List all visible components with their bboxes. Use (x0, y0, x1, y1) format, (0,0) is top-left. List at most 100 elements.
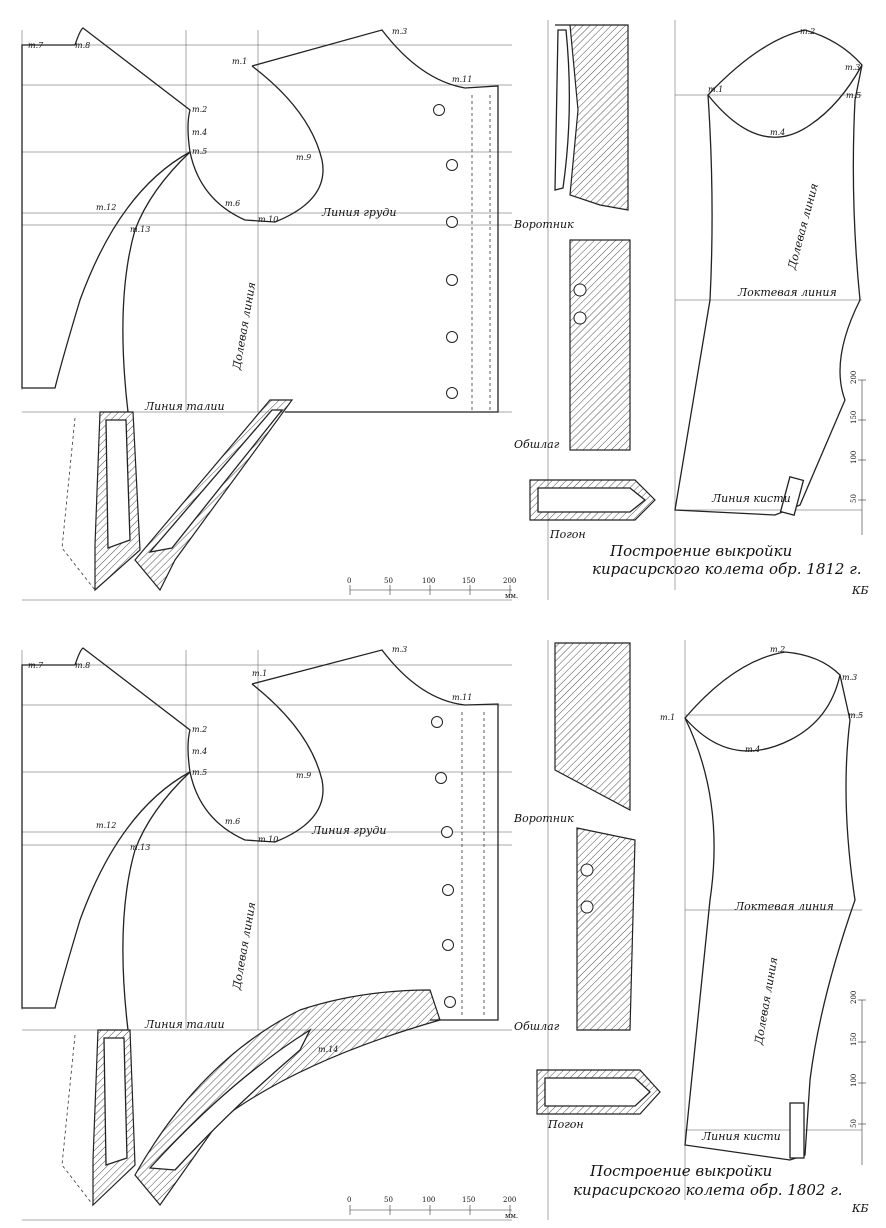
ruler-tick-label: 200 (850, 371, 858, 384)
caption-line2-1812: кирасирского колета обр. 1812 г. (592, 560, 862, 578)
skirt-back-inner-1812 (105, 419, 131, 549)
point-t5: т.5 (192, 768, 207, 777)
ruler-tick-label: 150 (850, 1033, 858, 1046)
scale-tick-label: 150 (462, 1196, 475, 1204)
sleeve-point-t5: т.5 (846, 91, 861, 100)
point-t1: т.1 (252, 669, 267, 678)
elbow-line-label-1802: Локтевая линия (734, 900, 834, 913)
point-labels-1802: т.7 т.8 т.2 т.4 т.5 т.1 т.3 т.9 т.6 т.10… (28, 645, 472, 1054)
scale-unit: мм. (505, 592, 518, 600)
wrist-line-label-1802: Линия кисти (701, 1130, 781, 1143)
sleeve-1802 (684, 651, 856, 1161)
skirt-outline-1802 (61, 1034, 94, 1206)
buttons-1812 (433, 104, 458, 399)
point-t11: т.11 (452, 693, 472, 702)
collar-label-1812: Воротник (513, 218, 574, 231)
waist-line-label-1812: Линия талии (144, 400, 225, 413)
sleeve-point-t3: т.3 (842, 673, 857, 682)
strap-label-1812: Погон (549, 528, 586, 541)
scale-1802 (349, 1205, 512, 1215)
scale-tick-label: 200 (503, 1196, 516, 1204)
point-t11: т.11 (452, 75, 472, 84)
scale-tick-label: 50 (384, 1196, 393, 1204)
side-seam-1802 (122, 771, 191, 1031)
cuff-button-1812-a (573, 283, 587, 297)
point-t13: т.13 (130, 225, 150, 234)
scale-tick-label: 0 (347, 577, 351, 585)
sleeve-length-line-label-1802: Долевая линия (752, 956, 780, 1046)
strap-inner-1802 (544, 1077, 651, 1107)
ruler-tick-label: 100 (850, 451, 858, 464)
front-opening-dash-1812 (471, 95, 491, 410)
cuff-1812 (569, 239, 631, 451)
cuff-1802 (576, 827, 636, 1031)
point-t12: т.12 (96, 821, 116, 830)
ruler-tick-label: 150 (850, 411, 858, 424)
scale-labels-1802: 0 50 100 150 200 мм. (347, 1196, 518, 1220)
strap-inner-1812 (537, 487, 647, 513)
point-t2: т.2 (192, 725, 207, 734)
point-t4: т.4 (192, 747, 207, 756)
sleeve-point-t5: т.5 (848, 711, 863, 720)
collar-label-1802: Воротник (513, 812, 574, 825)
point-t10: т.10 (258, 215, 278, 224)
point-t1: т.1 (232, 57, 247, 66)
sleeve-gusset-1812 (779, 476, 805, 516)
waist-line-label-1802: Линия талии (144, 1018, 225, 1031)
skirt-front-inner-1802 (148, 1028, 312, 1171)
cuff-button-1802-a (580, 863, 594, 877)
sleeve-point-t2: т.2 (800, 27, 815, 36)
sleeve-point-labels-1802: т.1 т.2 т.3 т.4 т.5 (660, 645, 863, 754)
back-piece-1812 (21, 27, 191, 389)
strap-label-1802: Погон (547, 1118, 584, 1131)
point-t7: т.7 (28, 661, 44, 670)
skirt-front-1802 (134, 989, 441, 1206)
length-line-label-1802: Долевая линия (230, 901, 258, 991)
sleeve-point-t4: т.4 (745, 745, 760, 754)
point-t6: т.6 (225, 199, 240, 208)
sleeve-point-labels-1812: т.1 т.2 т.3 т.4 т.5 (708, 27, 861, 137)
sleeve-gusset-1802 (789, 1102, 805, 1159)
point-t9: т.9 (296, 771, 311, 780)
skirt-back-inner-1802 (103, 1037, 128, 1166)
sleeve-point-t1: т.1 (660, 713, 675, 722)
front-piece-1802 (189, 649, 499, 1021)
ruler-tick-label: 50 (850, 494, 858, 503)
caption-line2-1802: кирасирского колета обр. 1802 г. (573, 1181, 843, 1199)
point-t2: т.2 (192, 105, 207, 114)
ruler-labels-1802: 50 100 150 200 (850, 991, 858, 1128)
ruler-tick-label: 200 (850, 991, 858, 1004)
point-t8: т.8 (75, 41, 90, 50)
point-t12: т.12 (96, 203, 116, 212)
mark-1802: КБ (851, 1202, 869, 1215)
point-t5: т.5 (192, 147, 207, 156)
scale-unit: мм. (505, 1212, 518, 1220)
collar-1812 (555, 24, 629, 211)
scale-tick-label: 100 (422, 577, 435, 585)
point-t3: т.3 (392, 645, 407, 654)
caption-line1-1812: Построение выкройки (609, 542, 792, 560)
point-t13: т.13 (130, 843, 150, 852)
caption-line1-1802: Построение выкройки (589, 1162, 772, 1180)
front-piece-1812 (189, 29, 499, 413)
sleeve-head-curve-1802 (684, 674, 841, 752)
point-t10: т.10 (258, 835, 278, 844)
scale-tick-label: 150 (462, 577, 475, 585)
mark-1812: КБ (851, 584, 869, 597)
sleeve-point-t3: т.3 (845, 63, 860, 72)
point-t9: т.9 (296, 153, 311, 162)
point-labels-1812: т.7 т.8 т.2 т.4 т.5 т.1 т.3 т.9 т.6 т.10… (28, 27, 472, 234)
sleeve-point-t2: т.2 (770, 645, 785, 654)
sleeve-length-line-label-1812: Долевая линия (785, 182, 821, 272)
point-t7: т.7 (28, 41, 44, 50)
wrist-line-label-1812: Линия кисти (711, 492, 791, 505)
point-t6: т.6 (225, 817, 240, 826)
pattern-1812 (21, 20, 866, 601)
chest-line-label-1802: Линия груди (311, 824, 386, 837)
sleeve-point-t4: т.4 (770, 128, 785, 137)
sleeve-1812 (674, 29, 863, 516)
pattern-1802 (21, 640, 866, 1221)
cuff-button-1812-b (573, 311, 587, 325)
scale-tick-label: 50 (384, 577, 393, 585)
